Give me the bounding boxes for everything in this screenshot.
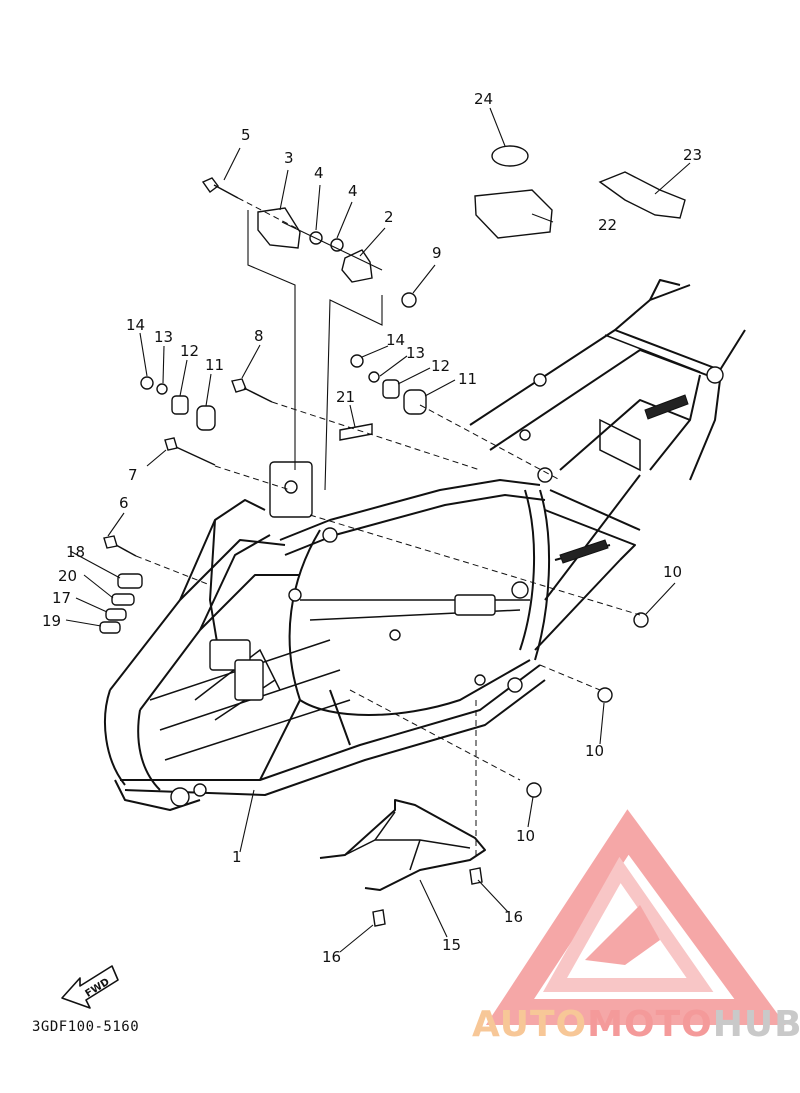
callout-3: 3 [284, 149, 294, 167]
callout-22: 22 [598, 216, 617, 234]
main-frame [104, 279, 746, 811]
callout-17: 17 [52, 589, 71, 607]
callout-24: 24 [474, 90, 493, 108]
callout-12b: 12 [431, 357, 450, 375]
callout-5: 5 [241, 126, 251, 144]
watermark-auto: AUTO [472, 1004, 588, 1045]
callout-10a: 10 [663, 563, 682, 581]
watermark-hub: HUB [712, 1004, 800, 1045]
callout-9: 9 [432, 244, 442, 262]
callout-2: 2 [384, 208, 394, 226]
skid-plate [319, 799, 486, 891]
callout-21: 21 [336, 388, 355, 406]
callout-23: 23 [683, 146, 702, 164]
callout-numbers: 1 2 3 4 4 5 6 7 8 9 10 10 10 10 11 11 12… [42, 90, 702, 966]
callout-7: 7 [128, 466, 138, 484]
callout-4b: 4 [348, 182, 358, 200]
leader-lines [65, 107, 691, 953]
callout-16b: 16 [322, 948, 341, 966]
watermark-moto: MOTO [587, 1004, 713, 1045]
part-code: 3GDF100-5160 [32, 1019, 140, 1035]
callout-6: 6 [119, 494, 129, 512]
callout-14b: 14 [386, 331, 405, 349]
callout-14a: 14 [126, 316, 145, 334]
callout-16a: 16 [504, 908, 523, 926]
watermark-logo [485, 809, 786, 1025]
callout-1: 1 [232, 848, 242, 866]
callout-11b: 11 [458, 370, 477, 388]
fwd-arrow-icon: FWD [61, 965, 119, 1009]
callout-13b: 13 [406, 344, 425, 362]
callout-10b: 10 [585, 742, 604, 760]
callout-4a: 4 [314, 164, 324, 182]
callout-18: 18 [66, 543, 85, 561]
assembly-lines [135, 197, 641, 860]
watermark-text: AUTOMOTOHUB [472, 1004, 800, 1045]
callout-8: 8 [254, 327, 264, 345]
callout-19: 19 [42, 612, 61, 630]
callout-13a: 13 [154, 328, 173, 346]
callout-20: 20 [58, 567, 77, 585]
callout-15: 15 [442, 936, 461, 954]
callout-11a: 11 [205, 356, 224, 374]
callout-10c: 10 [516, 827, 535, 845]
exploded-parts [99, 145, 686, 927]
callout-12a: 12 [180, 342, 199, 360]
